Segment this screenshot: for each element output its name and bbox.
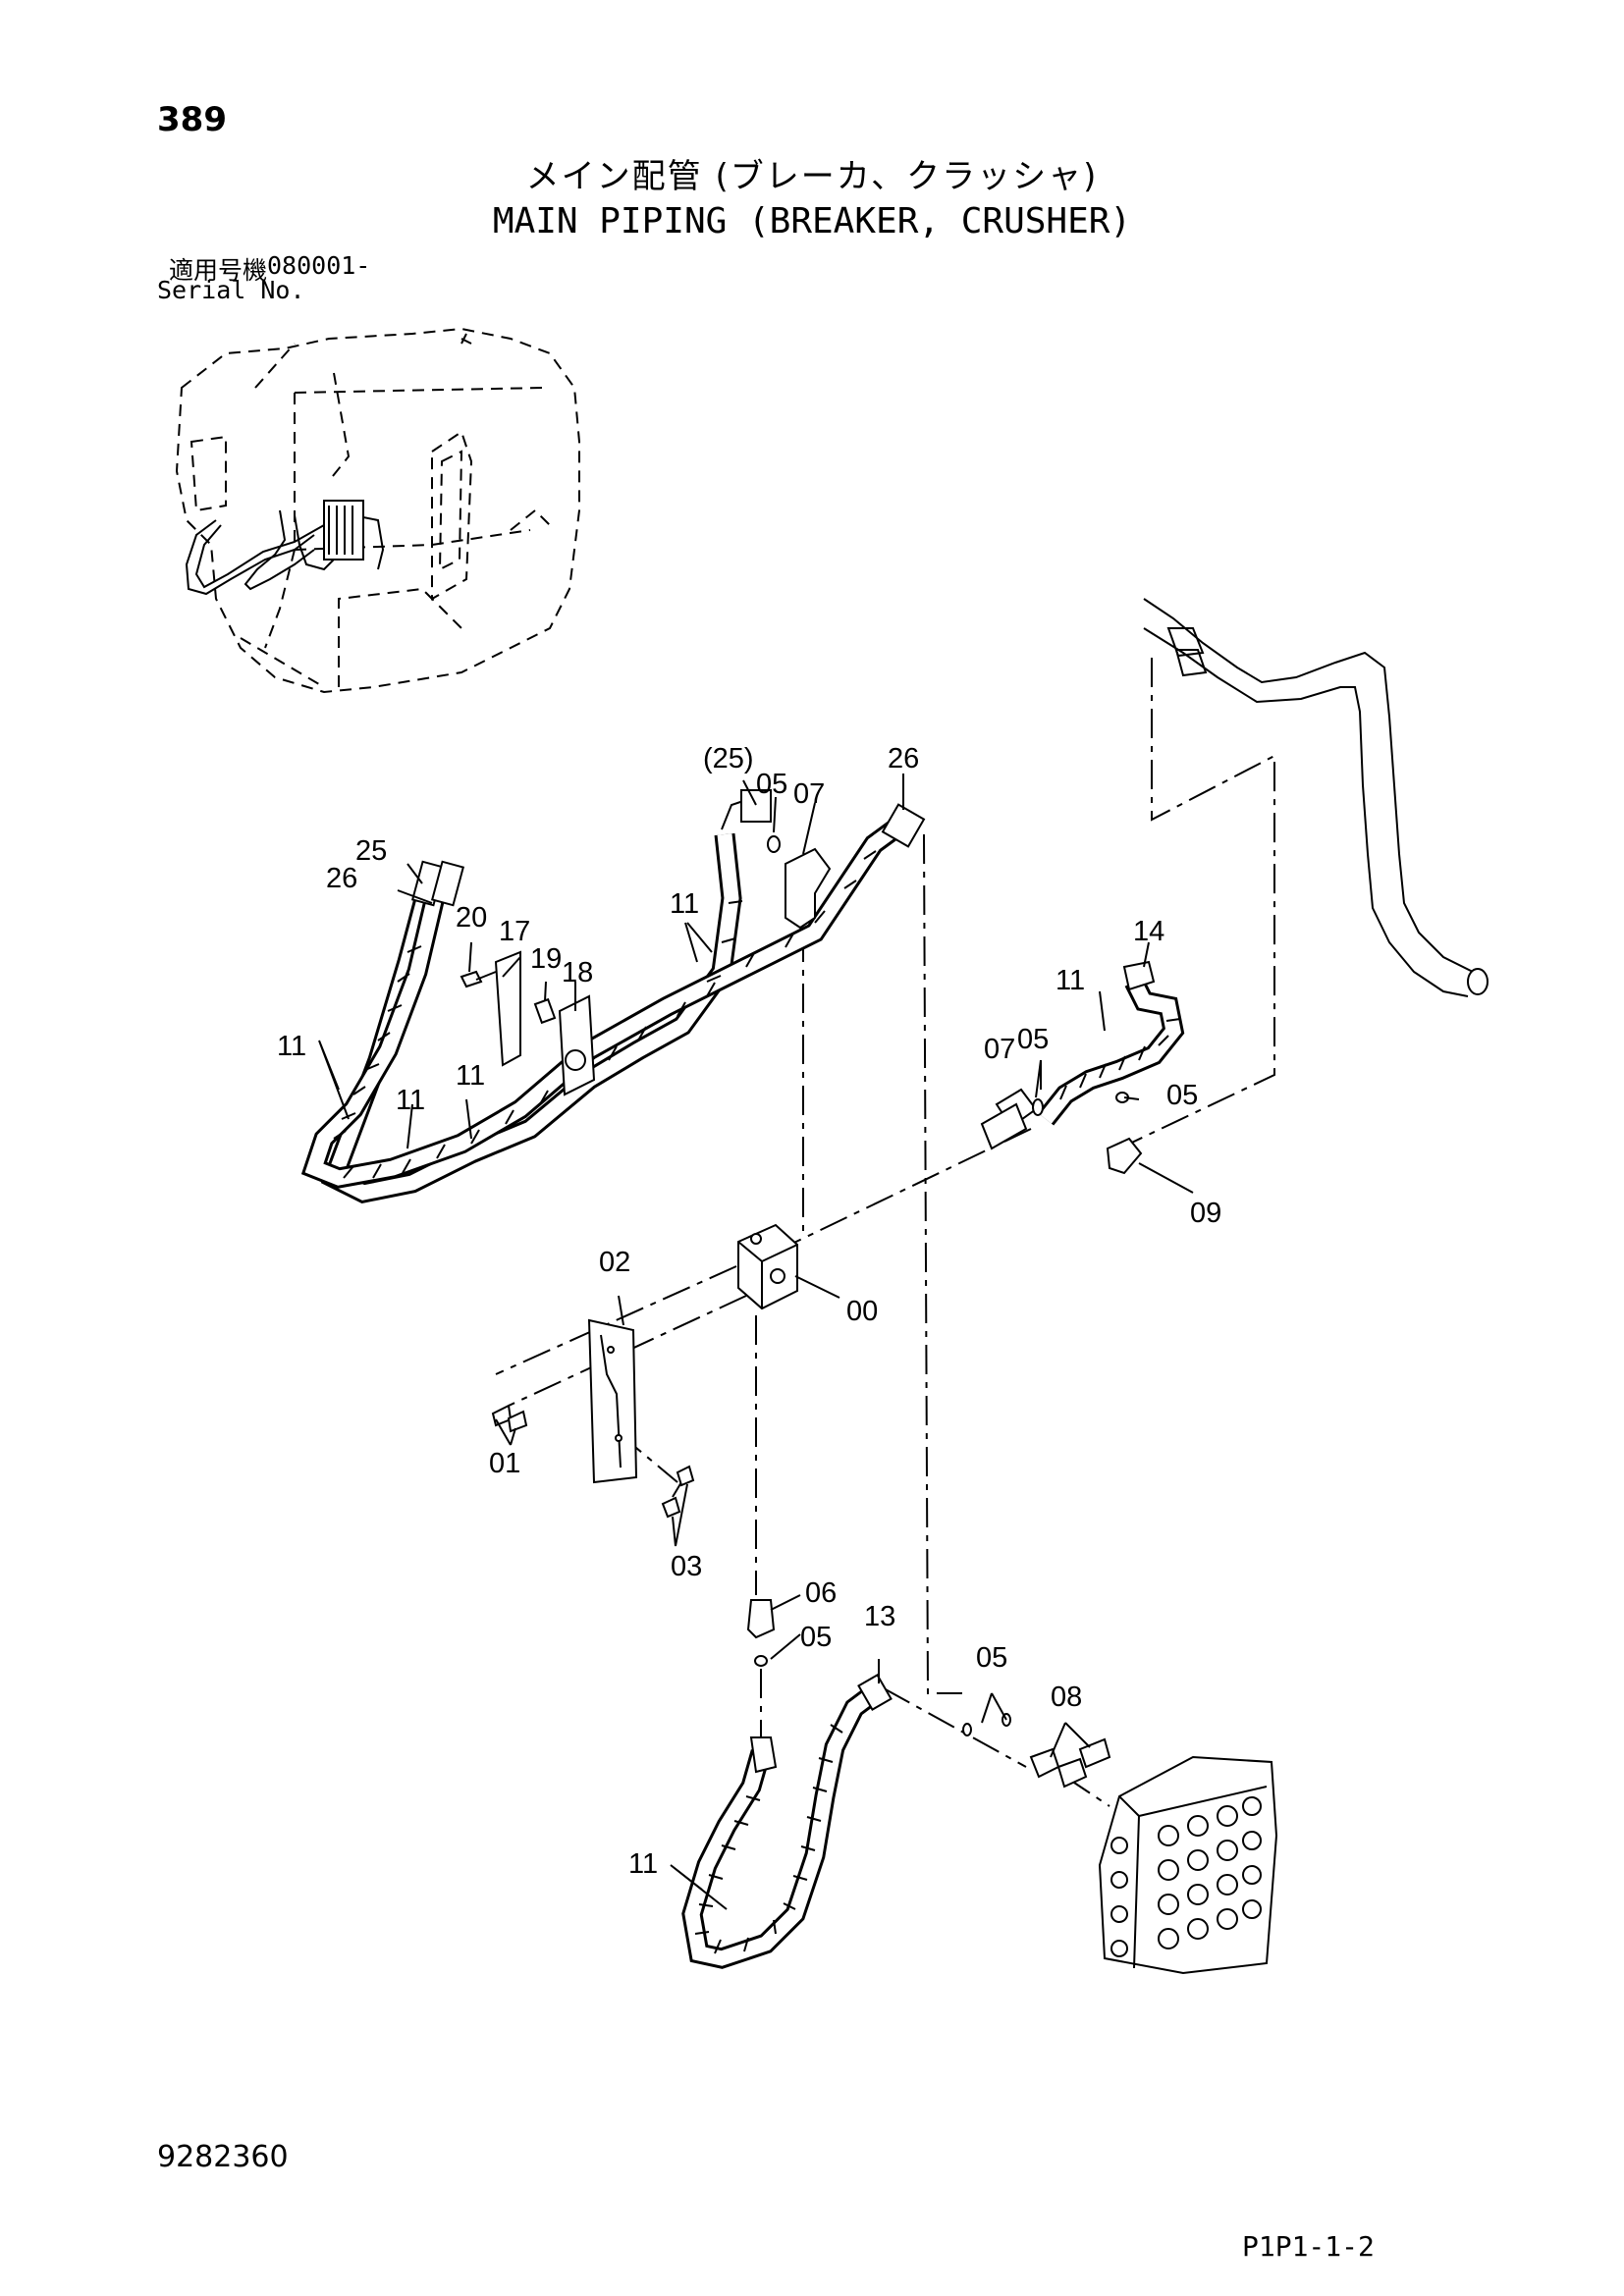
callout-03: 03 [671,1551,702,1582]
elbow-fitting-07 [767,835,832,930]
callout-26-top: 26 [888,743,919,774]
serial-label-japanese: 適用号機 [169,256,268,285]
serial-number-value: 080001- [267,251,371,280]
control-valve [1098,1755,1278,1975]
callout-05-lower: 05 [800,1622,832,1653]
callout-00: 00 [846,1296,878,1327]
callout-19: 19 [530,943,562,975]
bolts-01 [491,1404,528,1433]
callout-25-left: 25 [355,835,387,867]
title-english: MAIN PIPING (BREAKER, CRUSHER) [492,201,1132,241]
clamp-assembly [460,950,596,1096]
routing-line-block [495,1265,737,1375]
callout-11-right: 11 [1056,965,1085,996]
upper-right-pipe [1143,598,1489,997]
callout-07-right: 07 [984,1034,1015,1065]
overview-hose-routing [185,500,385,596]
callout-06: 06 [805,1577,837,1609]
callout-11-left: 11 [277,1031,306,1062]
left-hose-assembly [300,789,926,1204]
title-japanese: メイン配管 (ブレーカ、クラッシャ) [525,157,1099,196]
callout-13: 13 [864,1601,895,1632]
routing-line-adapter [775,1128,1032,1253]
block-00 [737,1223,798,1310]
callout-11-middle-b: 11 [396,1085,425,1116]
page-code: P1P1-1-2 [1242,2230,1375,2263]
callout-17: 17 [499,916,530,947]
serial-label-english: Serial No. [157,276,305,304]
nipple-06 [746,1599,776,1667]
routing-line-upper-pipe [1118,658,1275,1149]
callout-05-right-a: 05 [1017,1024,1049,1055]
right-hose-assembly [980,960,1185,1175]
lower-hose-assembly [681,1674,893,1969]
callout-08: 08 [1051,1682,1082,1713]
adapters-08 [962,1713,1111,1789]
page-number: 389 [157,100,227,139]
callout-11-bottom: 11 [628,1848,658,1880]
callout-02: 02 [599,1247,630,1278]
callout-05-top: 05 [756,769,787,800]
callout-05-right-b: 05 [1166,1080,1198,1111]
callout-09: 09 [1190,1198,1221,1229]
callout-11-middle-a: 11 [456,1060,485,1092]
callout-01: 01 [489,1448,520,1479]
document-number: 9282360 [157,2140,289,2174]
valve-spools [1110,1796,1262,1957]
callout-05-valve: 05 [976,1642,1007,1674]
callout-14: 14 [1133,916,1164,947]
routing-line-right-hose [923,833,962,1694]
callout-18: 18 [562,957,593,988]
callout-26-left: 26 [326,863,357,894]
callout-25-reference: (25) [703,743,754,774]
machine-overview-sketch [175,327,580,694]
callout-11-upper: 11 [670,888,699,920]
bolts-03 [661,1465,695,1519]
callout-20: 20 [456,902,487,934]
routing-line-valve-left [883,1687,1027,1768]
callout-07-top: 07 [793,778,825,810]
bracket-02 [587,1318,638,1484]
